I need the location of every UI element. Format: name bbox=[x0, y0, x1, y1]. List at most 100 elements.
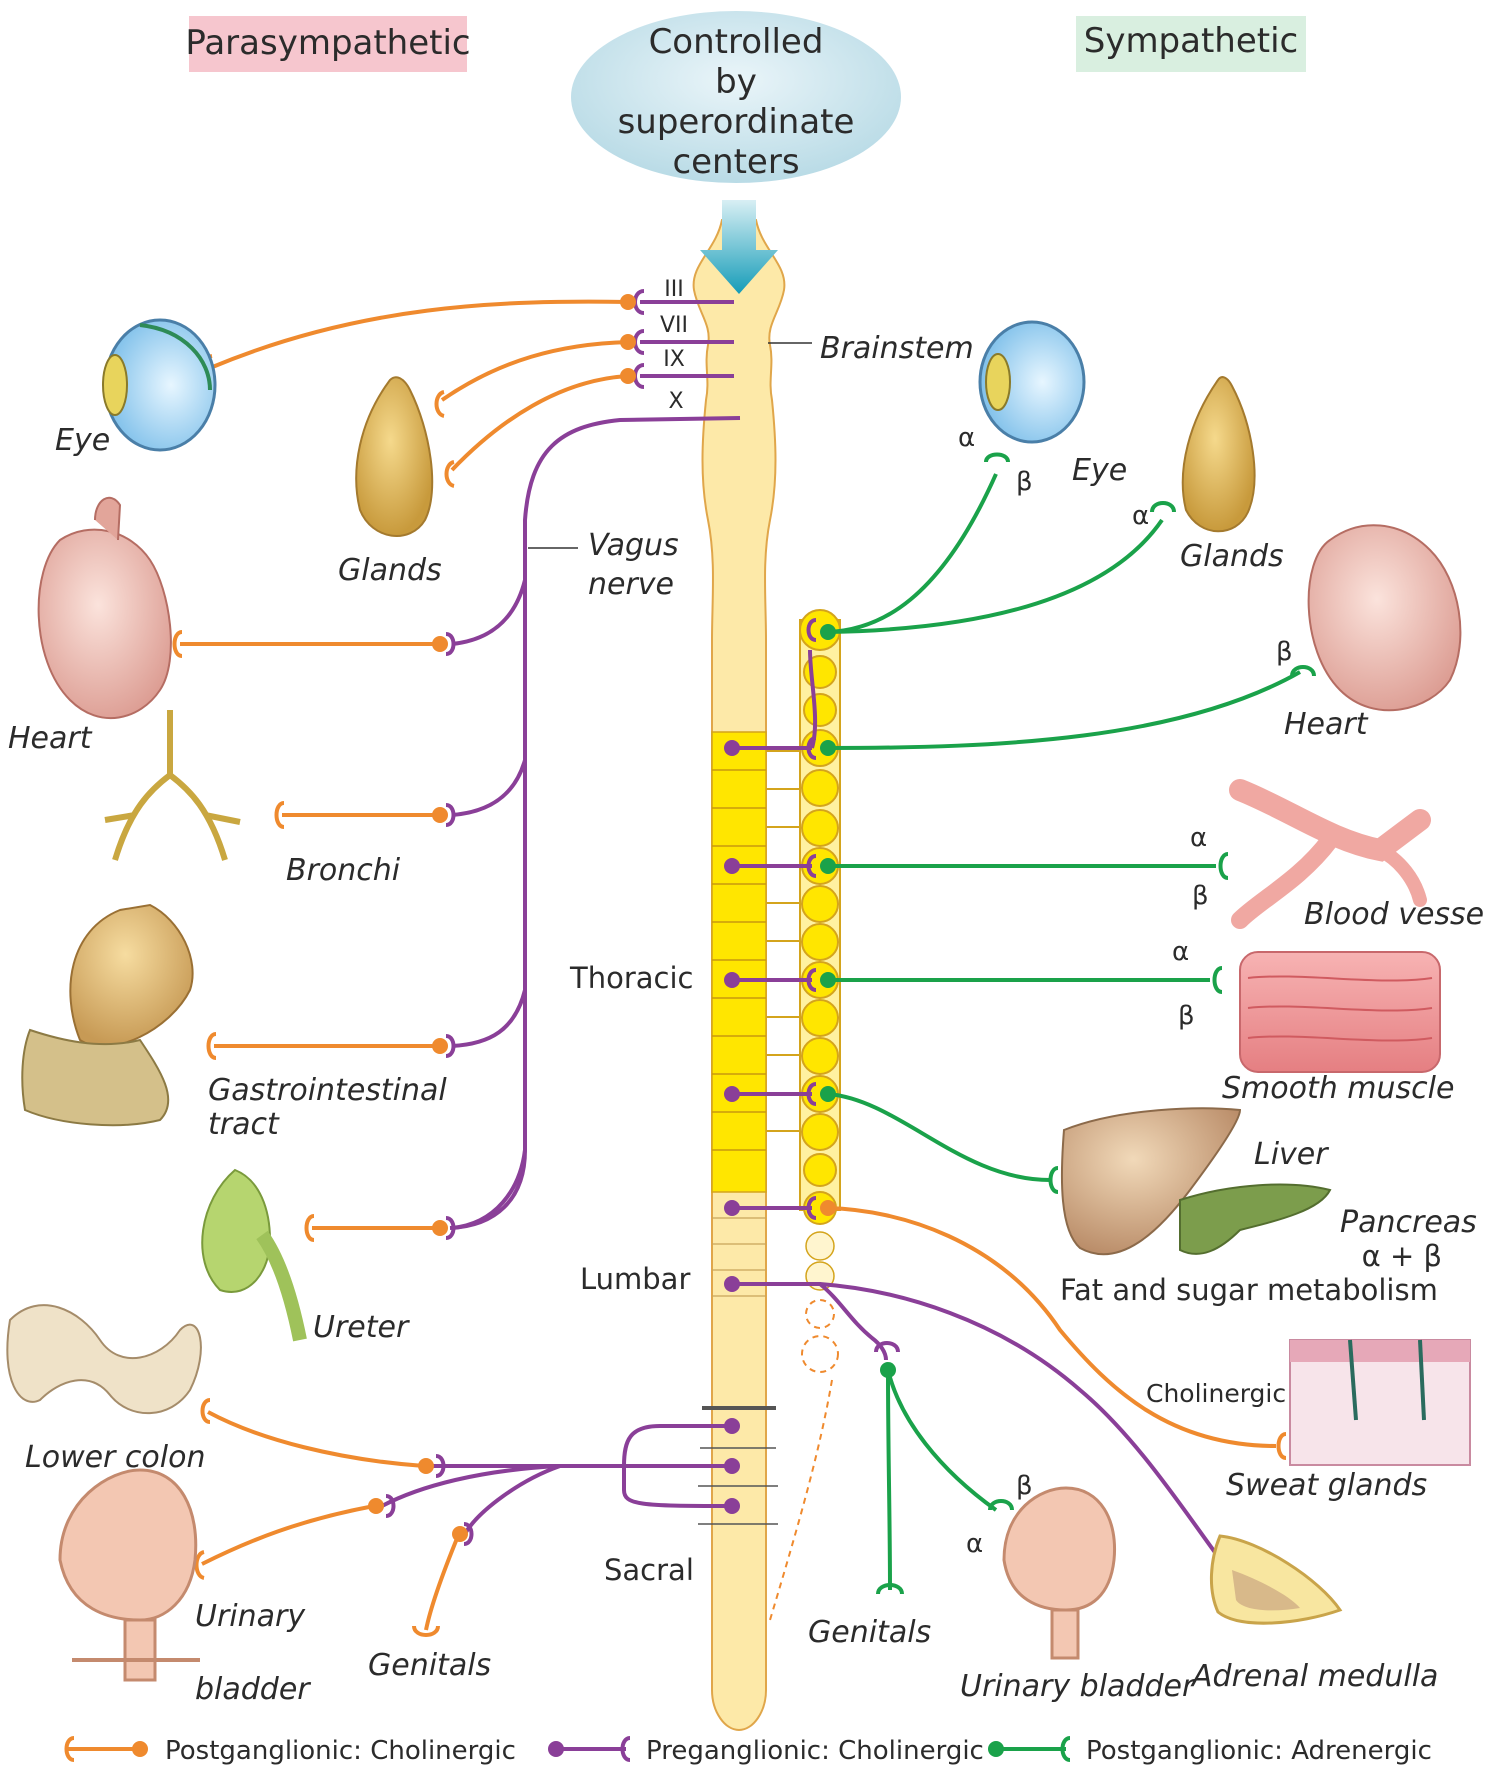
para-label-heart: Heart bbox=[8, 721, 93, 756]
receptor-beta-eye: β bbox=[1016, 467, 1033, 497]
para-label-gi-line1: Gastrointestinal bbox=[208, 1073, 447, 1108]
sympathetic-chain bbox=[799, 609, 841, 1225]
symp-label-eye: Eye bbox=[1072, 453, 1127, 488]
para-lower-colon-illustration bbox=[6, 1304, 202, 1415]
ganglion bbox=[803, 1153, 837, 1187]
thoracic-segment bbox=[711, 731, 767, 1193]
ganglion bbox=[801, 809, 839, 847]
legend-item-preganglionic-cholinergic: Preganglionic: Cholinergic bbox=[548, 1736, 984, 1766]
sacral-segments bbox=[698, 1406, 778, 1525]
sacral-chain-dashed bbox=[769, 1299, 839, 1621]
legend-label-postganglionic-cholinergic: Postganglionic: Cholinergic bbox=[165, 1736, 516, 1766]
para-label-bronchi: Bronchi bbox=[286, 853, 401, 888]
legend-item-postganglionic-cholinergic: Postganglionic: Cholinergic bbox=[64, 1736, 516, 1766]
control-text-line2: by bbox=[715, 62, 757, 102]
blood-vessels-illustration bbox=[1229, 779, 1431, 929]
ganglion bbox=[801, 769, 839, 807]
receptor-beta-heart: β bbox=[1276, 637, 1293, 667]
ganglion bbox=[801, 1113, 839, 1151]
symp-heart-illustration bbox=[1307, 524, 1462, 712]
receptor-beta-vessels: β bbox=[1192, 881, 1209, 911]
symp-label-glands: Glands bbox=[1180, 539, 1284, 574]
cranial-nerve-x: X bbox=[668, 389, 683, 414]
ganglion bbox=[801, 923, 839, 961]
smooth-muscle-illustration bbox=[1239, 951, 1441, 1073]
cranial-nerve-vii: VII bbox=[660, 313, 688, 338]
symp-label-cholinergic: Cholinergic bbox=[1146, 1379, 1286, 1408]
label-lumbar: Lumbar bbox=[580, 1262, 690, 1296]
control-text-line1: Controlled bbox=[649, 22, 824, 62]
control-arrow bbox=[700, 200, 778, 294]
label-vagus-line1: Vagus bbox=[588, 528, 679, 563]
leader-lines bbox=[528, 342, 812, 549]
ganglion bbox=[801, 999, 839, 1037]
symp-label-blood-vessels: Blood vessels bbox=[1304, 897, 1485, 932]
sacral-origin-dots bbox=[724, 1418, 740, 1514]
control-text-line3: superordinate bbox=[618, 102, 855, 142]
symp-bladder-illustration bbox=[1002, 1486, 1117, 1660]
symp-origin-dots bbox=[724, 740, 740, 1292]
symp-cholinergic-dot bbox=[820, 1200, 836, 1216]
ganglion bbox=[803, 693, 837, 727]
symp-glands-illustration bbox=[1181, 376, 1256, 533]
receptor-alpha-eye: α bbox=[958, 423, 975, 453]
ganglion bbox=[801, 885, 839, 923]
sacral-preganglionic bbox=[381, 1424, 731, 1534]
para-label-gi-line2: tract bbox=[208, 1107, 280, 1142]
symp-label-liver: Liver bbox=[1254, 1137, 1329, 1172]
para-heart-illustration bbox=[37, 496, 172, 719]
sacral-postganglionic bbox=[201, 1410, 460, 1631]
parasympathetic-badge bbox=[189, 16, 467, 72]
para-label-genitals: Genitals bbox=[368, 1648, 491, 1683]
symp-label-pancreas: Pancreas bbox=[1340, 1205, 1477, 1240]
lumbar-segment-dividers bbox=[712, 1217, 766, 1297]
sympathetic-title: Sympathetic bbox=[1084, 21, 1299, 61]
para-bronchi-illustration bbox=[104, 710, 241, 861]
sweat-glands-illustration bbox=[1289, 1339, 1471, 1466]
para-label-ureter: Ureter bbox=[313, 1310, 410, 1345]
para-glands-illustration bbox=[355, 376, 434, 537]
para-synapse-dots bbox=[432, 294, 636, 1236]
receptor-beta-muscle: β bbox=[1178, 1001, 1195, 1031]
para-ureter-illustration bbox=[201, 1168, 307, 1342]
ganglion bbox=[801, 1037, 839, 1075]
para-label-bladder-line1: Urinary bbox=[195, 1599, 306, 1634]
parasympathetic-header: Parasympathetic bbox=[185, 16, 471, 72]
para-label-eye: Eye bbox=[55, 423, 110, 458]
symp-organ-terminals bbox=[876, 452, 1316, 1595]
sacral-synapse-dots bbox=[368, 1458, 468, 1542]
sympathetic-header: Sympathetic bbox=[1076, 16, 1306, 72]
symp-label-urinary-bladder: Urinary bladder bbox=[960, 1669, 1196, 1704]
symp-label-adrenal-medulla: Adrenal medulla bbox=[1190, 1659, 1438, 1694]
lumbar-chain bbox=[805, 1231, 835, 1291]
legend-label-postganglionic-adrenergic: Postganglionic: Adrenergic bbox=[1086, 1736, 1432, 1766]
para-label-glands: Glands bbox=[338, 553, 442, 588]
label-thoracic: Thoracic bbox=[569, 961, 693, 995]
para-bladder-illustration bbox=[58, 1468, 200, 1682]
adrenal-medulla-illustration bbox=[1209, 1534, 1343, 1625]
legend: Postganglionic: Cholinergic Preganglioni… bbox=[64, 1736, 1432, 1766]
cranial-nerve-ix: IX bbox=[663, 347, 685, 372]
parasympathetic-title: Parasympathetic bbox=[185, 23, 470, 63]
symp-label-genitals: Genitals bbox=[808, 1615, 931, 1650]
para-label-bladder-line2: bladder bbox=[195, 1672, 311, 1707]
thoracic-segment-dividers bbox=[712, 769, 766, 1151]
receptor-alpha-vessels: α bbox=[1190, 823, 1207, 853]
symp-synapse-hooks bbox=[806, 618, 1247, 1589]
receptor-alpha-glands: α bbox=[1132, 501, 1149, 531]
cranial-nerve-hooks bbox=[633, 289, 645, 389]
legend-label-preganglionic-cholinergic: Preganglionic: Cholinergic bbox=[646, 1736, 984, 1766]
receptor-beta-bladder: β bbox=[1016, 1471, 1033, 1501]
symp-postganglionic bbox=[827, 473, 1301, 1591]
symp-cholinergic-sweat-fiber bbox=[827, 1206, 1277, 1448]
cranial-nerve-fibers bbox=[449, 300, 741, 1230]
symp-label-sweat-glands: Sweat glands bbox=[1226, 1468, 1427, 1503]
liver-illustration bbox=[1060, 1107, 1242, 1256]
legend-item-postganglionic-adrenergic: Postganglionic: Adrenergic bbox=[988, 1736, 1432, 1766]
control-text-line4: centers bbox=[672, 142, 799, 182]
sympathetic-badge bbox=[1076, 16, 1306, 72]
label-vagus-line2: nerve bbox=[588, 567, 674, 602]
sacral-organ-terminals bbox=[194, 1398, 440, 1637]
para-gi-tract-illustration bbox=[21, 903, 194, 1127]
